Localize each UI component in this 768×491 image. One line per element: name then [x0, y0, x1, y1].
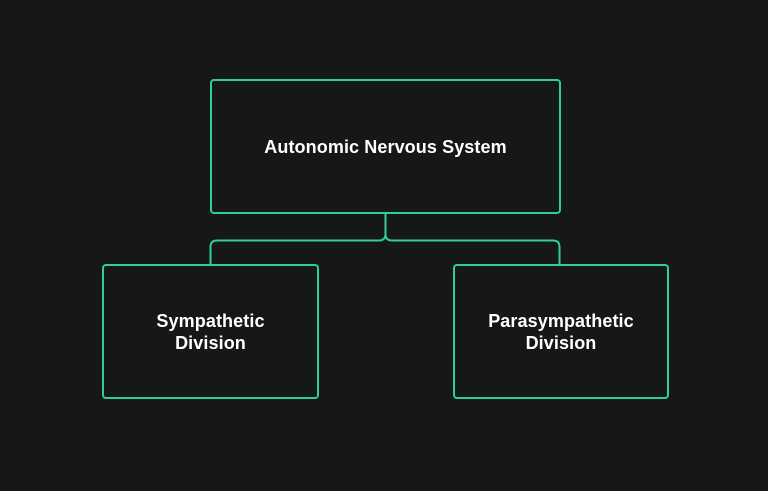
- node-sympathetic-division: Sympathetic Division: [102, 264, 319, 399]
- node-label-sympathetic: Sympathetic Division: [156, 310, 265, 353]
- connector-left-branch: [209, 239, 379, 264]
- connector-root-stem: [378, 214, 387, 242]
- node-parasympathetic-division: Parasympathetic Division: [453, 264, 669, 399]
- connector-right-branch: [384, 233, 561, 264]
- node-label-root: Autonomic Nervous System: [264, 136, 507, 157]
- node-label-parasympathetic: Parasympathetic Division: [488, 310, 634, 353]
- node-autonomic-nervous-system: Autonomic Nervous System: [210, 79, 561, 214]
